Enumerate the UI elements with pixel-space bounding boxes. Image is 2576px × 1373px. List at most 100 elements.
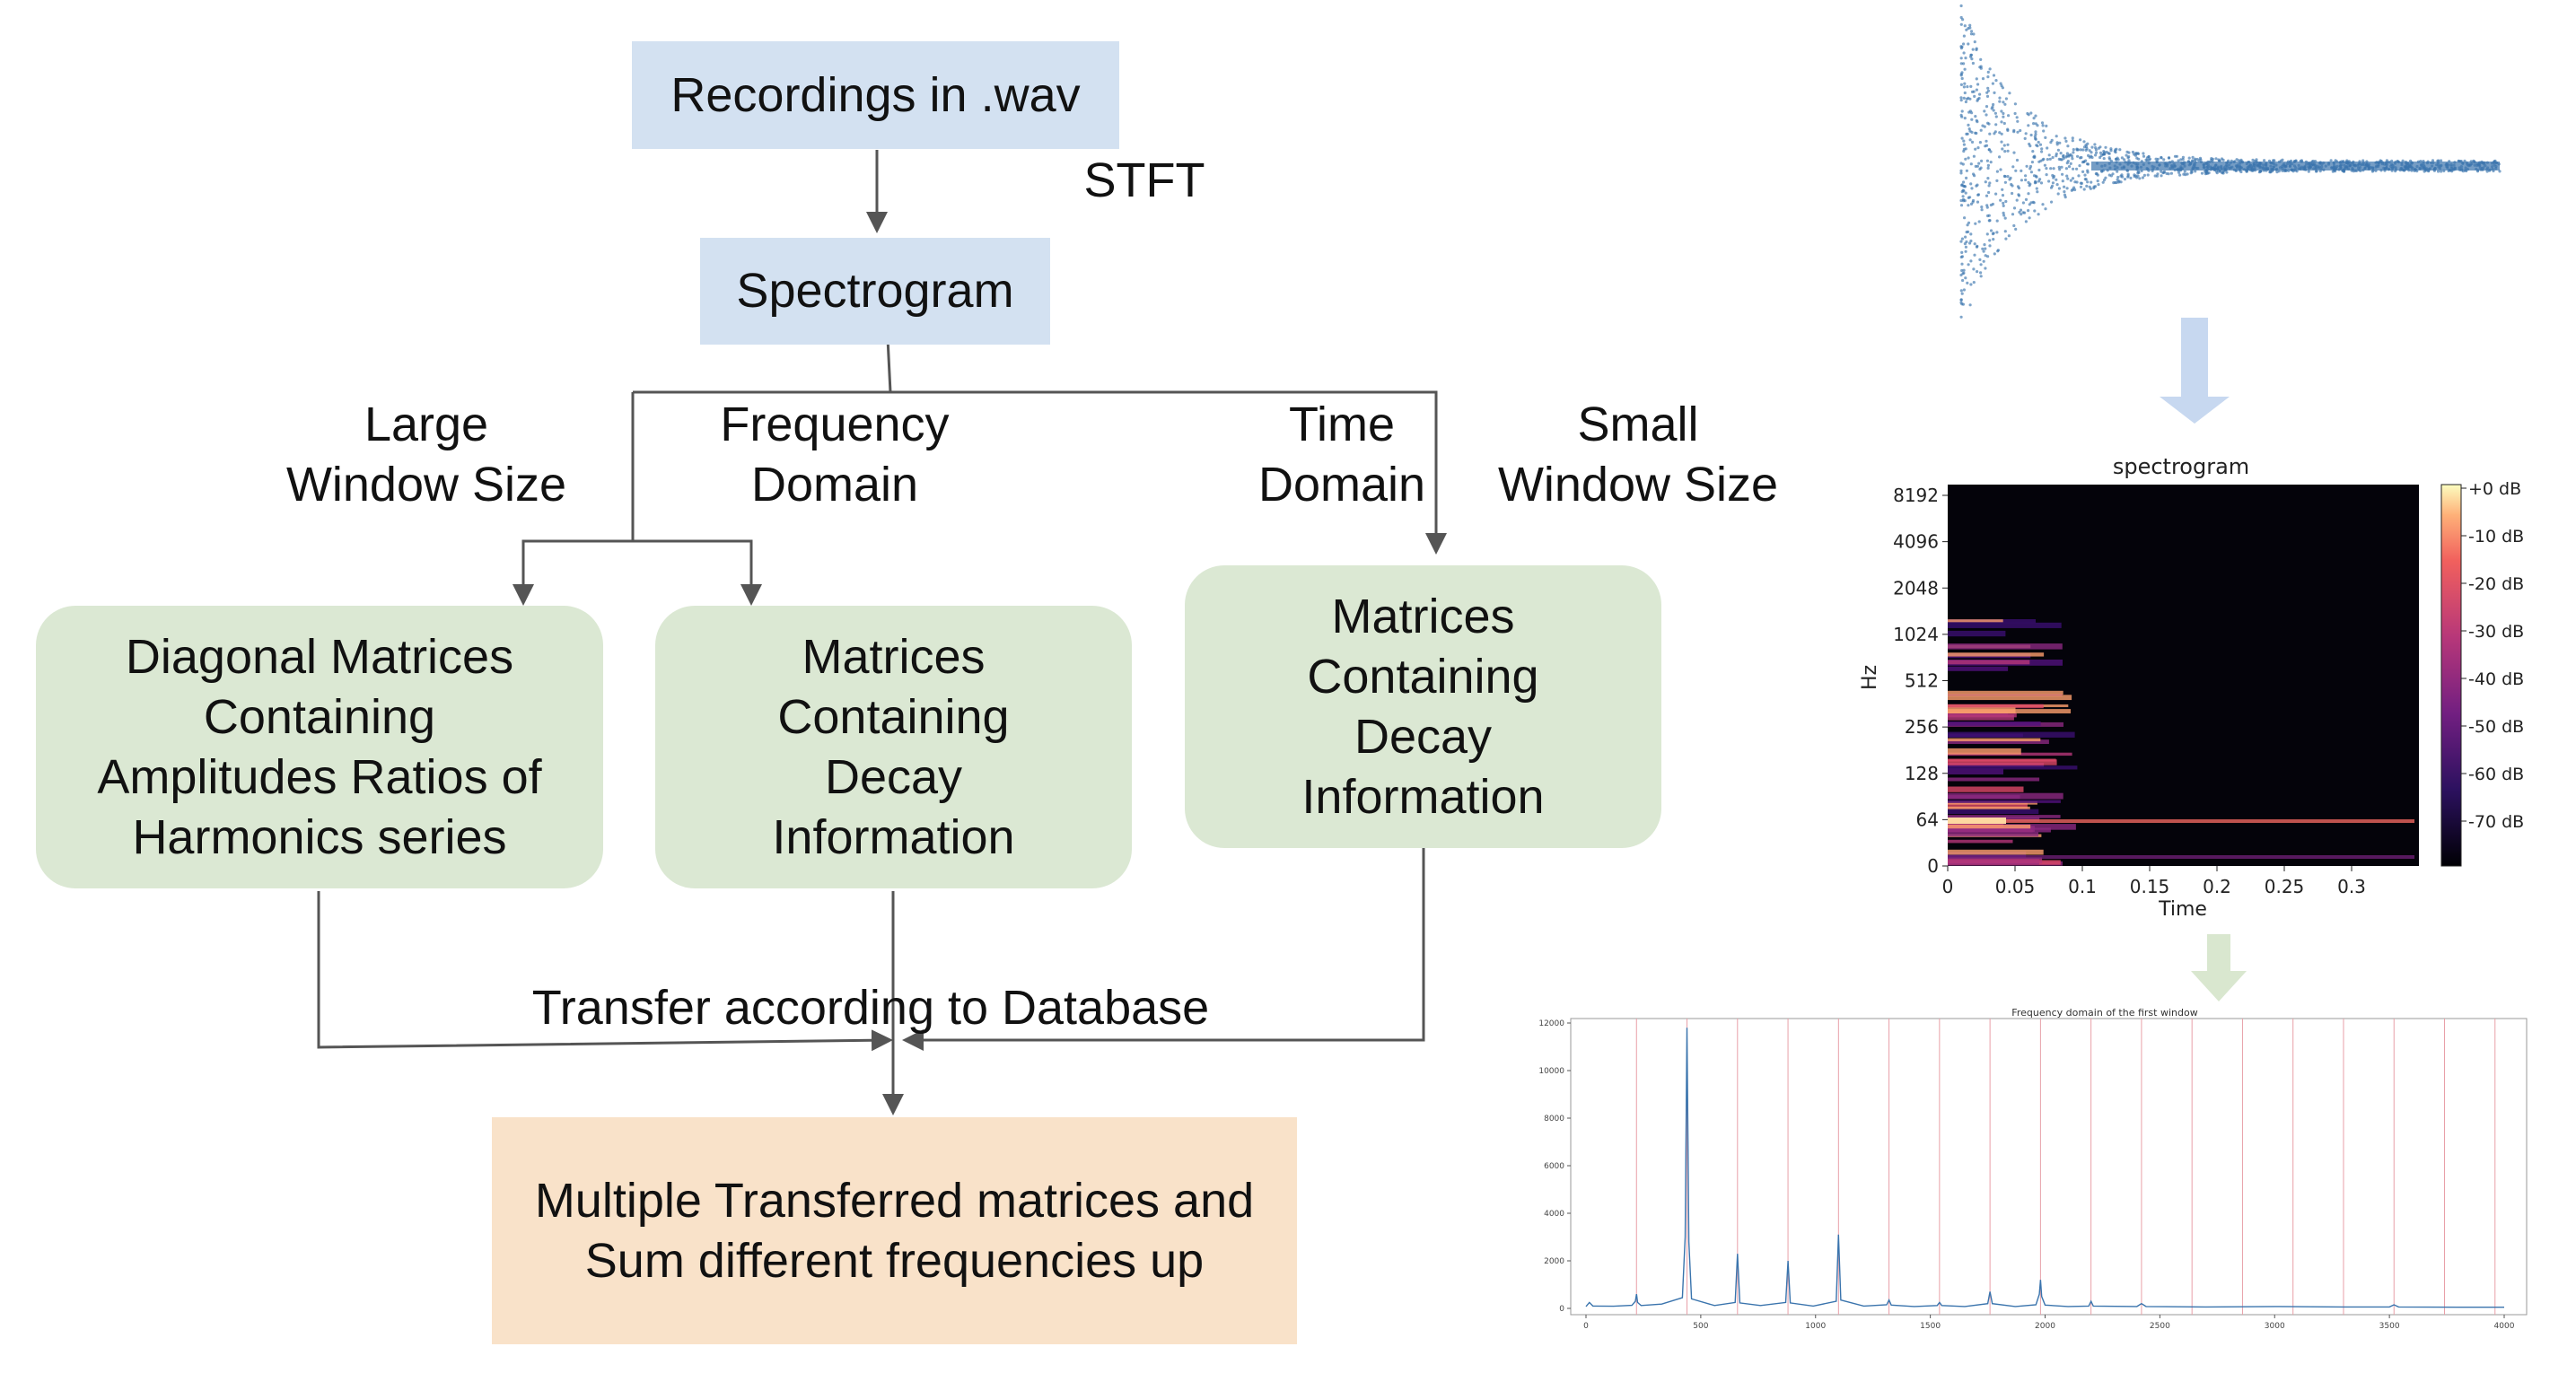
waveform-point [2045, 167, 2048, 171]
waveform-point [1959, 298, 1963, 302]
result-label: Multiple Transferred matrices and Sum di… [534, 1173, 1255, 1288]
waveform-point [1962, 288, 1966, 292]
frequency-xtick-label: 500 [1693, 1322, 1708, 1331]
waveform-point [2401, 159, 2405, 162]
waveform-point [2086, 169, 2090, 172]
waveform-point [2058, 141, 2062, 144]
waveform-point [2120, 156, 2124, 160]
waveform-point [1967, 27, 1970, 31]
spectrogram-band [1948, 839, 2013, 844]
waveform-point [1974, 147, 1977, 151]
waveform-point [1971, 48, 1975, 51]
waveform-point [2141, 176, 2144, 179]
waveform-point [1970, 57, 1974, 61]
waveform-point [1973, 40, 1976, 44]
waveform-point [1985, 113, 1988, 117]
waveform-point [1979, 271, 1983, 275]
waveform-point [2081, 148, 2085, 152]
waveform-point [2095, 151, 2098, 154]
waveform-point [1998, 100, 2002, 103]
waveform-point [2072, 148, 2075, 152]
spectrogram-ytick-label: 4096 [1893, 531, 1939, 553]
waveform-point [1962, 189, 1966, 193]
waveform-point [1985, 204, 1989, 207]
waveform-point [1963, 185, 1967, 188]
frequency-ytick-label: 6000 [1544, 1162, 1564, 1171]
waveform-point [1989, 150, 1993, 153]
waveform-point [2167, 156, 2171, 160]
waveform-point [1964, 276, 1967, 280]
waveform-point [2072, 151, 2075, 154]
waveform-point [2000, 109, 2003, 113]
waveform-point [2177, 159, 2180, 162]
waveform-point [1986, 75, 1990, 79]
waveform-point [1976, 146, 1980, 150]
waveform-point [2137, 171, 2141, 174]
waveform-point [2181, 155, 2185, 159]
spectrogram-band [1948, 806, 2030, 810]
waveform-point [2055, 141, 2059, 144]
waveform-point [2126, 172, 2130, 176]
waveform-point [1985, 232, 1989, 236]
waveform-point [2064, 167, 2068, 171]
waveform-point [1979, 263, 1983, 267]
waveform-point [1970, 118, 1974, 121]
waveform-point [2028, 164, 2033, 169]
waveform-point [2072, 167, 2075, 171]
waveform-point [1972, 172, 1976, 176]
waveform-point [2023, 211, 2027, 214]
waveform-tail [2091, 162, 2500, 171]
waveform-point [2028, 144, 2032, 148]
waveform-point [2079, 148, 2082, 152]
waveform-point [1975, 77, 1978, 81]
waveform-point [1976, 270, 1979, 274]
waveform-point [1999, 82, 2002, 85]
waveform-point [2108, 157, 2112, 161]
waveform-point [1970, 130, 1974, 134]
waveform-point [1989, 161, 1993, 164]
waveform-point [2071, 177, 2075, 180]
waveform-point [1984, 180, 1987, 184]
waveform-point [2040, 150, 2044, 153]
waveform-point [2063, 185, 2066, 188]
time-domain-label: Time Domain [1257, 398, 1426, 512]
arrow-to-time-domain [1041, 390, 1447, 555]
waveform-point [1959, 47, 1963, 50]
spectrogram-xtick-label: 0.2 [2203, 876, 2231, 897]
waveform-point [2030, 161, 2034, 164]
waveform-point [2041, 158, 2045, 162]
waveform-point [2064, 155, 2068, 159]
small-window-label: Small Window Size [1497, 398, 1779, 512]
waveform-point [2000, 120, 2003, 124]
spectrogram-band [1948, 630, 2006, 637]
waveform-point [1984, 267, 1987, 270]
waveform-point [1979, 57, 1983, 61]
waveform-point [1998, 155, 2002, 159]
waveform-point [1985, 139, 1988, 143]
waveform-point [1974, 115, 1977, 118]
line-spectrogram-left [633, 337, 892, 394]
waveform-point [2015, 116, 2019, 119]
spectrogram-ytick-label: 512 [1905, 670, 1939, 692]
waveform-point [1965, 176, 1968, 179]
waveform-point [1988, 181, 1992, 185]
waveform-point [1985, 159, 1989, 162]
waveform-point [2046, 146, 2049, 150]
waveform-point [2077, 174, 2081, 178]
waveform-point [1996, 249, 2000, 253]
spectrogram-band [1948, 759, 2057, 765]
waveform-point [1972, 267, 1976, 271]
waveform-point [2173, 154, 2177, 158]
waveform-point [1966, 223, 1969, 227]
waveform-point [1994, 123, 1998, 127]
waveform-point [1970, 140, 1975, 144]
waveform-point [1969, 84, 1973, 88]
waveform-point [2177, 171, 2181, 174]
waveform-point [2029, 133, 2033, 137]
waveform-point [2126, 156, 2130, 160]
waveform-point [2020, 179, 2023, 182]
waveform-point [2065, 162, 2069, 165]
waveform-point [1994, 192, 1998, 196]
waveform-point [2033, 135, 2037, 138]
spectrogram-band [1948, 855, 2414, 859]
